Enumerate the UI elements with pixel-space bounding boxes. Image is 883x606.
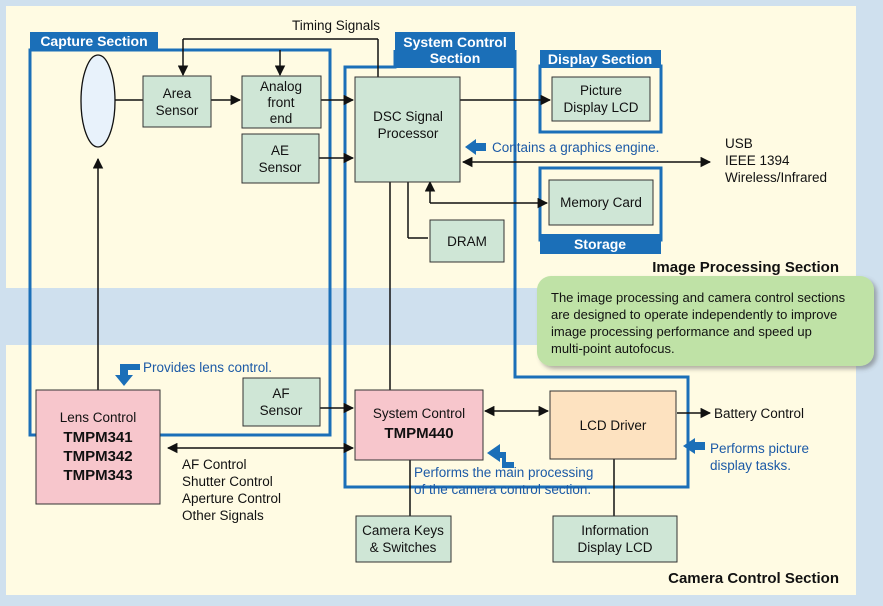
svg-text:Processor: Processor — [378, 126, 439, 141]
capture-section-tab — [30, 32, 158, 51]
main-processing-annotation-2: of the camera control section. — [414, 482, 591, 497]
svg-text:front: front — [267, 95, 294, 110]
system-control-section-label-1: System Control — [403, 34, 506, 50]
svg-text:end: end — [270, 111, 293, 126]
system-control-section-outline — [343, 50, 690, 489]
image-processing-section-label: Image Processing Section — [652, 259, 839, 276]
svg-text:Lens Control: Lens Control — [60, 410, 137, 425]
picture-display-lcd-box: Picture Display LCD — [551, 76, 651, 122]
memory-card-box: Memory Card — [548, 179, 654, 226]
design-note-line-1: The image processing and camera control … — [551, 290, 846, 305]
connections — [92, 38, 712, 516]
svg-text:Analog: Analog — [260, 79, 302, 94]
aperture-control-label: Aperture Control — [182, 491, 281, 506]
system-control-box: System Control TMPM440 — [354, 389, 484, 461]
design-note-line-3: image processing performance and speed u… — [551, 324, 812, 339]
svg-text:Memory Card: Memory Card — [560, 195, 642, 210]
capture-section-outline — [28, 48, 332, 437]
af-control-label: AF Control — [182, 457, 247, 472]
picture-display-annotation-2: display tasks. — [710, 458, 791, 473]
graphics-engine-annotation: Contains a graphics engine. — [492, 140, 659, 155]
capture-section-label: Capture Section — [40, 33, 147, 49]
shutter-control-label: Shutter Control — [182, 474, 273, 489]
svg-text:TMPM440: TMPM440 — [384, 425, 453, 442]
svg-text:AE: AE — [271, 143, 289, 158]
area-sensor-box: Area Sensor — [142, 75, 212, 128]
design-note: The image processing and camera control … — [537, 276, 874, 366]
analog-front-end-box: Analog front end — [241, 75, 322, 129]
svg-text:Area: Area — [163, 86, 192, 101]
lens-control-arrow-icon — [115, 364, 140, 386]
usb-label: USB — [725, 136, 753, 151]
design-note-line-2: are designed to operate independently to… — [551, 307, 837, 322]
lens-icon — [80, 54, 116, 148]
camera-keys-box: Camera Keys & Switches — [355, 515, 452, 563]
svg-text:Display LCD: Display LCD — [577, 540, 652, 555]
dsc-signal-processor-box: DSC Signal Processor — [354, 76, 461, 183]
svg-text:DSC Signal: DSC Signal — [373, 109, 443, 124]
ieee1394-label: IEEE 1394 — [725, 153, 790, 168]
svg-text:TMPM342: TMPM342 — [63, 448, 132, 465]
battery-control-label: Battery Control — [714, 406, 804, 421]
svg-text:DRAM: DRAM — [447, 234, 487, 249]
camera-control-section-label: Camera Control Section — [668, 570, 839, 587]
main-processing-annotation-1: Performs the main processing — [414, 465, 593, 480]
information-display-lcd-box: Information Display LCD — [552, 515, 678, 563]
svg-text:TMPM343: TMPM343 — [63, 467, 132, 484]
svg-text:& Switches: & Switches — [370, 540, 437, 555]
ae-sensor-box: AE Sensor — [241, 133, 320, 184]
svg-text:LCD Driver: LCD Driver — [580, 418, 647, 433]
af-sensor-box: AF Sensor — [242, 377, 321, 427]
svg-text:Information: Information — [581, 523, 649, 538]
picture-display-annotation-1: Performs picture — [710, 441, 809, 456]
lens-control-annotation: Provides lens control. — [143, 360, 272, 375]
storage-label: Storage — [574, 236, 626, 252]
svg-text:TMPM341: TMPM341 — [63, 429, 132, 446]
lcd-driver-box: LCD Driver — [549, 390, 677, 460]
system-control-section-tab — [395, 32, 515, 68]
svg-text:Camera Keys: Camera Keys — [362, 523, 444, 538]
svg-text:AF: AF — [272, 386, 289, 401]
svg-text:Picture: Picture — [580, 83, 622, 98]
dram-box: DRAM — [429, 219, 505, 263]
timing-signals-label: Timing Signals — [292, 18, 380, 33]
lens-control-box: Lens Control TMPM341 TMPM342 TMPM343 — [35, 389, 161, 505]
system-control-section-label-2: Section — [430, 50, 481, 66]
graphics-engine-arrow-icon — [465, 139, 486, 155]
picture-display-arrow-icon — [683, 438, 705, 454]
display-section-label: Display Section — [548, 51, 652, 67]
svg-text:Sensor: Sensor — [259, 160, 302, 175]
other-signals-label: Other Signals — [182, 508, 264, 523]
svg-text:Sensor: Sensor — [156, 103, 199, 118]
storage-tab — [540, 234, 661, 254]
main-processing-arrow-icon — [487, 444, 514, 468]
svg-text:Display LCD: Display LCD — [563, 100, 638, 115]
design-note-line-4: multi-point autofocus. — [551, 341, 675, 356]
wireless-label: Wireless/Infrared — [725, 170, 827, 185]
svg-text:Sensor: Sensor — [260, 403, 303, 418]
svg-text:System Control: System Control — [373, 406, 465, 421]
display-section-tab — [540, 50, 661, 68]
